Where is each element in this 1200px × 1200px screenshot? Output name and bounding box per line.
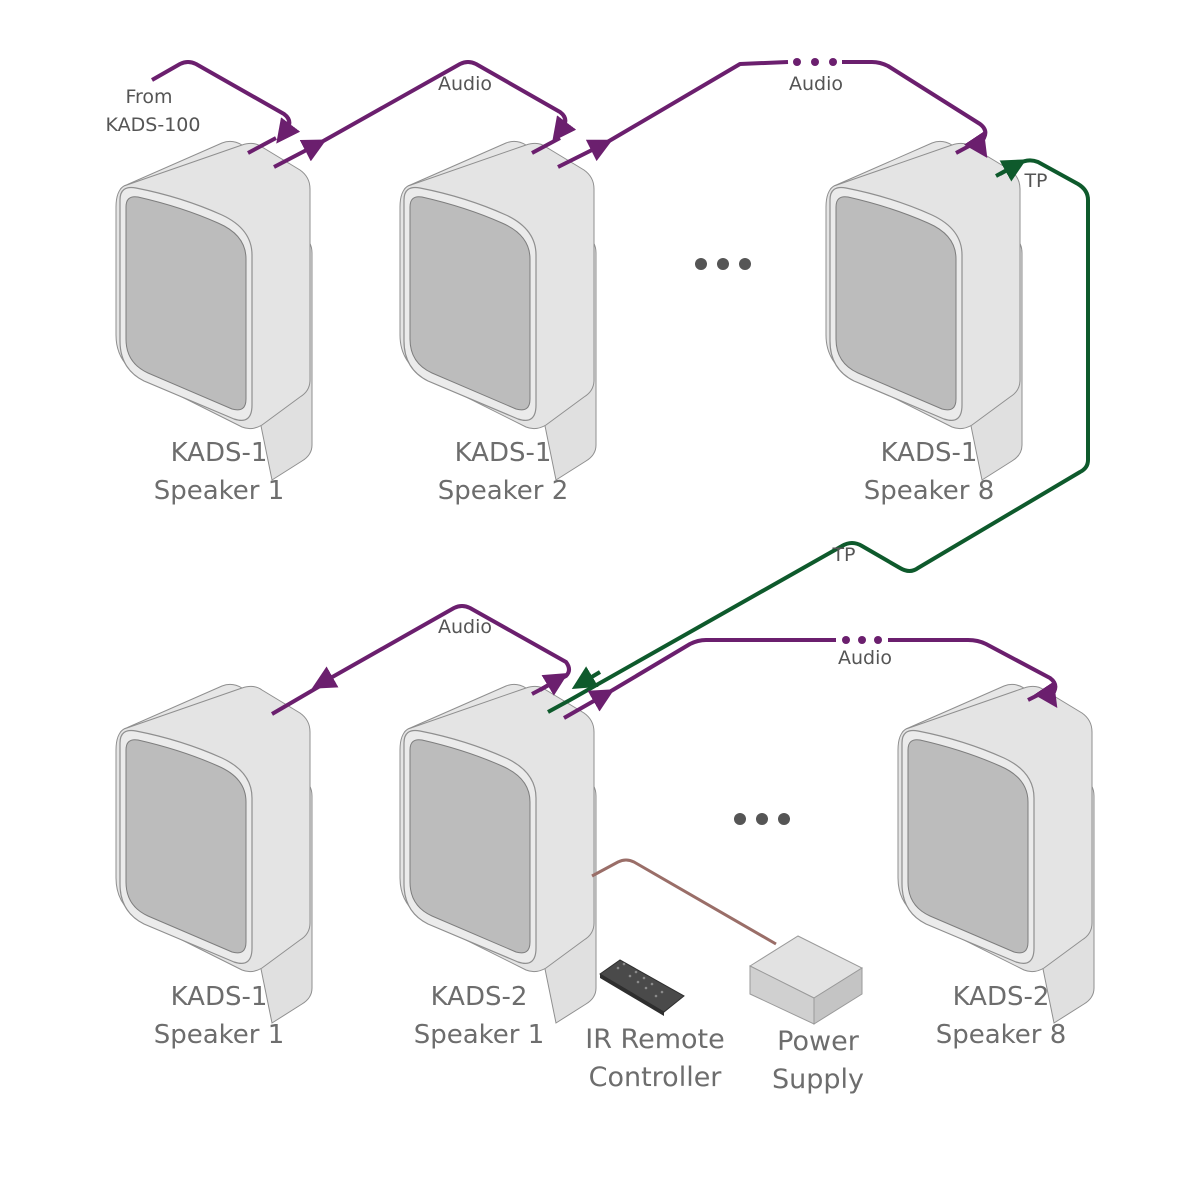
audio-cable-s2-s8: [557, 139, 613, 169]
audio-arrowhead: [1034, 681, 1058, 708]
tp-arrowhead-top: [999, 159, 1027, 182]
speaker-name: Speaker 8: [864, 476, 995, 506]
speaker-model: KADS-1: [881, 438, 978, 468]
power-cable: [591, 858, 777, 946]
ir-remote-label-line1: IR Remote: [585, 1024, 724, 1055]
audio-cable-stub: [531, 136, 561, 155]
speaker-top-1: [115, 140, 313, 481]
tp-label-middle: TP: [831, 544, 855, 566]
audio-arrowhead: [538, 673, 569, 696]
audio-cable-bottom-right-route: [604, 638, 1058, 700]
speaker-top-2: [399, 140, 597, 481]
audio-cable-stub: [1027, 686, 1053, 702]
power-supply-label: Power Supply: [772, 1026, 864, 1095]
speaker-top-8: [825, 140, 1023, 481]
audio-label-top-2: Audio: [789, 73, 843, 95]
audio-cable-stub: [955, 136, 985, 155]
tp-label-top: TP: [1023, 170, 1047, 192]
audio-label-top-1: Audio: [438, 73, 492, 95]
audio-arrowhead: [964, 131, 988, 158]
speaker-label-top-8: KADS-1 Speaker 8: [864, 438, 995, 506]
speaker-bottom-8: [897, 683, 1095, 1024]
from-label-line2: KADS-100: [106, 114, 201, 136]
speaker-name: Speaker 1: [414, 1020, 545, 1050]
audio-label-bottom-2: Audio: [838, 647, 892, 669]
ir-remote-label-line2: Controller: [589, 1062, 723, 1093]
audio-cable-s1-s2-route: [317, 60, 577, 146]
tp-arrowhead-bottom: [571, 666, 602, 689]
speaker-model: KADS-2: [431, 982, 528, 1012]
tp-cable: [547, 158, 1090, 714]
audio-cable-s1-s2: [273, 139, 327, 169]
speaker-label-bottom-left: KADS-1 Speaker 1: [154, 982, 285, 1050]
speaker-label-top-2: KADS-1 Speaker 2: [438, 438, 569, 506]
audio-label-bottom-1: Audio: [438, 616, 492, 638]
speaker-model: KADS-2: [953, 982, 1050, 1012]
audio-continuation-dots-bottom: [842, 636, 882, 644]
speaker-name: Speaker 1: [154, 1020, 285, 1050]
audio-cable-stub: [270, 684, 322, 716]
power-supply-device: [748, 935, 864, 1025]
audio-cable-stub: [247, 136, 277, 155]
speaker-bottom-mid: [399, 683, 597, 1024]
speaker-model: KADS-1: [171, 982, 268, 1012]
ir-remote-label: IR Remote Controller: [585, 1024, 724, 1093]
power-supply-label-line2: Supply: [772, 1064, 864, 1095]
from-label-line1: From: [125, 86, 172, 108]
ir-remote-device: [599, 959, 685, 1016]
power-supply-label-line1: Power: [777, 1026, 860, 1057]
speaker-model: KADS-1: [171, 438, 268, 468]
audio-cable-from-kads100: [151, 60, 301, 144]
speaker-model: KADS-1: [455, 438, 552, 468]
speaker-label-bottom-mid: KADS-2 Speaker 1: [414, 982, 545, 1050]
speaker-label-bottom-8: KADS-2 Speaker 8: [936, 982, 1067, 1050]
speaker-name: Speaker 1: [154, 476, 285, 506]
audio-cable-bottom-right: [563, 689, 615, 720]
speaker-label-top-1: KADS-1 Speaker 1: [154, 438, 285, 506]
audio-continuation-dots-top: [793, 58, 837, 66]
ellipsis-icon: [734, 813, 790, 825]
speaker-bottom-left: [115, 683, 313, 1024]
speaker-name: Speaker 8: [936, 1020, 1067, 1050]
speaker-name: Speaker 2: [438, 476, 569, 506]
ellipsis-icon: [695, 258, 751, 270]
